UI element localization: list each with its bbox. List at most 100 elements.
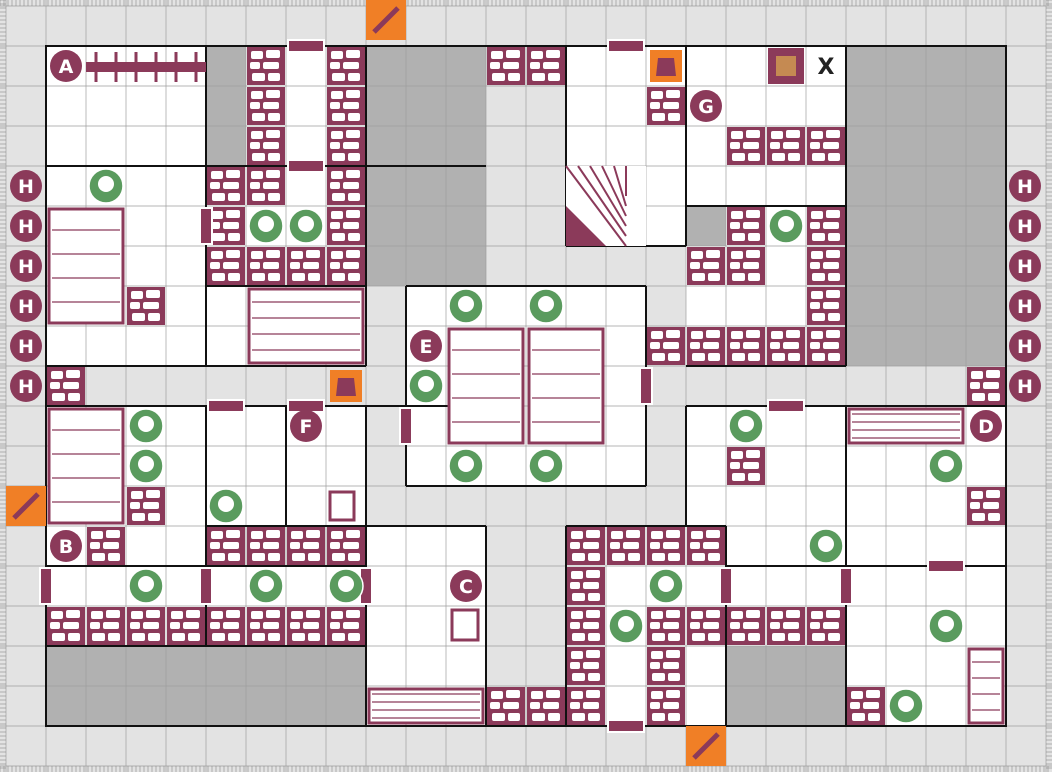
spider-icon	[128, 448, 164, 484]
rubble-block-icon	[647, 327, 685, 365]
door-icon[interactable]	[719, 567, 733, 605]
dungeon-outline	[45, 45, 1007, 727]
door-icon[interactable]	[927, 559, 965, 573]
hero-start-right: H	[1009, 330, 1041, 362]
hero-start-left-text: H	[18, 376, 34, 398]
rubble-block-icon	[807, 287, 845, 325]
rubble-block-icon	[567, 567, 605, 605]
rubble-block-icon	[727, 607, 765, 645]
door-icon[interactable]	[287, 39, 325, 53]
rubble-block-icon	[967, 367, 1005, 405]
rubble-block-icon	[767, 327, 805, 365]
rubble-block-icon	[527, 687, 565, 725]
rubble-block-icon	[47, 607, 85, 645]
door-icon[interactable]	[287, 159, 325, 173]
rubble-block-icon	[567, 607, 605, 645]
hero-start-left: H	[10, 210, 42, 242]
door-icon[interactable]	[39, 567, 53, 605]
rack-icon	[47, 207, 125, 325]
door-icon[interactable]	[607, 719, 645, 733]
hero-start-right-text: H	[1017, 336, 1033, 358]
door-icon[interactable]	[207, 399, 245, 413]
rubble-block-icon	[87, 527, 125, 565]
room-letter-g-text: G	[698, 96, 714, 118]
door-icon[interactable]	[399, 407, 413, 445]
hero-start-left: H	[10, 290, 42, 322]
orc-icon	[288, 208, 324, 244]
hero-start-left: H	[10, 330, 42, 362]
table-icon	[527, 327, 605, 445]
rubble-block-icon	[727, 247, 765, 285]
entry-arrow-icon	[686, 726, 726, 766]
hero-start-left: H	[10, 250, 42, 282]
rubble-block-icon	[287, 607, 325, 645]
hero-start-right-text: H	[1017, 176, 1033, 198]
hero-start-right-text: H	[1017, 256, 1033, 278]
chaos-warrior-icon	[88, 168, 124, 204]
room-letter-a-text: A	[59, 56, 74, 78]
chaos-warrior-icon	[928, 448, 964, 484]
door-icon[interactable]	[199, 567, 213, 605]
orc-icon	[448, 288, 484, 324]
fimir-icon	[768, 208, 804, 244]
room-letter-b: B	[50, 530, 82, 562]
bookcase-icon	[967, 647, 1005, 725]
door-icon[interactable]	[607, 39, 645, 53]
rubble-block-icon	[87, 607, 125, 645]
rubble-block-icon	[807, 247, 845, 285]
stairs-icon	[565, 165, 646, 247]
trap-icon	[330, 370, 362, 402]
room-letter-e: E	[410, 330, 442, 362]
rubble-block-icon	[247, 527, 285, 565]
hero-start-right: H	[1009, 290, 1041, 322]
orc-icon	[528, 448, 564, 484]
rubble-block-icon	[527, 47, 565, 85]
hero-start-right: H	[1009, 170, 1041, 202]
rubble-block-icon	[327, 127, 365, 165]
door-icon[interactable]	[767, 399, 805, 413]
x-marker: X	[818, 55, 835, 80]
goblin-icon	[888, 688, 924, 724]
room-letter-g: G	[690, 90, 722, 122]
table-icon	[447, 327, 525, 445]
throne-icon	[768, 48, 804, 84]
orc-icon	[328, 568, 364, 604]
chest-icon	[328, 490, 356, 522]
rubble-block-icon	[607, 527, 645, 565]
room-letter-f: F	[290, 410, 322, 442]
door-icon[interactable]	[639, 367, 653, 405]
rubble-block-icon	[207, 207, 245, 245]
fimir-icon	[408, 368, 444, 404]
rubble-block-icon	[727, 447, 765, 485]
rubble-block-icon	[247, 607, 285, 645]
rubble-block-icon	[247, 247, 285, 285]
hero-start-left-text: H	[18, 336, 34, 358]
hero-start-right: H	[1009, 370, 1041, 402]
hero-start-left-text: H	[18, 176, 34, 198]
skeleton-icon	[808, 528, 844, 564]
rubble-block-icon	[767, 607, 805, 645]
rubble-block-icon	[847, 687, 885, 725]
rubble-block-icon	[207, 607, 245, 645]
weapon-rack-icon	[86, 52, 206, 82]
rubble-block-icon	[647, 687, 685, 725]
rubble-block-icon	[567, 527, 605, 565]
hero-start-right: H	[1009, 250, 1041, 282]
room-letter-b-text: B	[59, 536, 73, 558]
orc-icon	[128, 568, 164, 604]
bookcase-icon	[847, 407, 965, 445]
hero-start-right-text: H	[1017, 216, 1033, 238]
door-icon[interactable]	[199, 207, 213, 245]
door-icon[interactable]	[839, 567, 853, 605]
hero-start-left-text: H	[18, 256, 34, 278]
room-letter-d: D	[970, 410, 1002, 442]
hero-start-right-text: H	[1017, 296, 1033, 318]
rubble-block-icon	[647, 527, 685, 565]
rubble-block-icon	[247, 87, 285, 125]
rubble-block-icon	[487, 687, 525, 725]
hero-start-left: H	[10, 170, 42, 202]
room-letter-a: A	[50, 50, 82, 82]
tomb-icon	[247, 287, 365, 365]
